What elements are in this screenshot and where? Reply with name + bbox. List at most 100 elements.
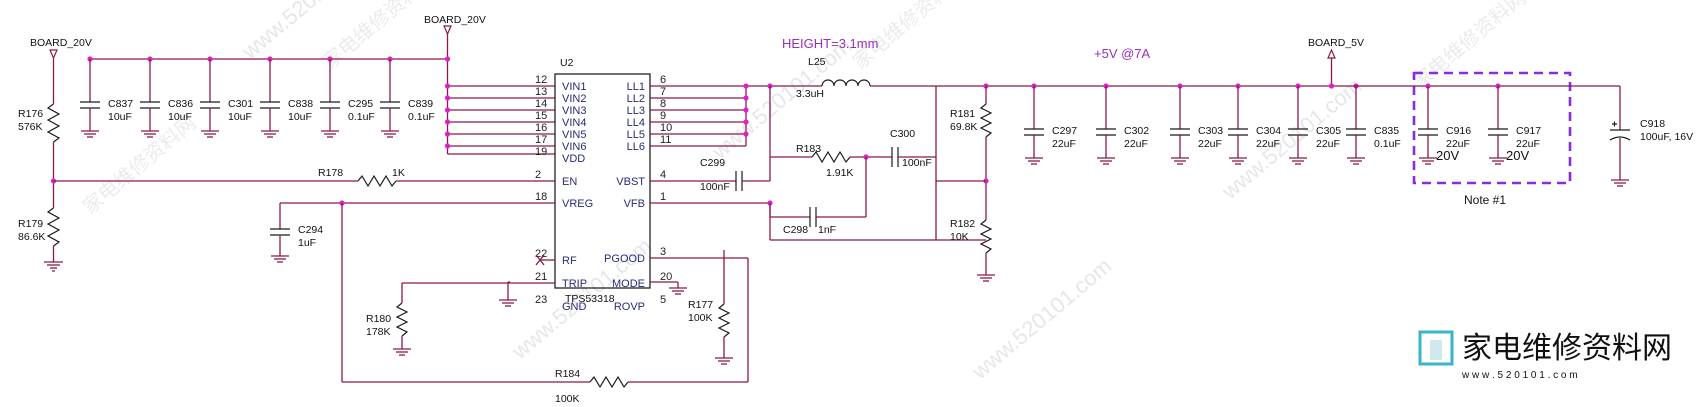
ref-label: C303 [1198,125,1223,137]
pin-name: PGOOD [604,253,645,265]
value-label: 1K [392,167,405,179]
pin-number: 9 [660,110,666,122]
pin-number: 8 [660,98,666,110]
ic-gnd [499,281,517,307]
value-label: 0.1uF [348,111,375,123]
value-label: 100K [555,393,580,405]
pin-name: VIN3 [562,105,586,117]
pin-number: 7 [660,86,666,98]
watermark-text: www.520101.com [966,253,1116,384]
board5v-port: BOARD_5V [1308,37,1364,89]
ref-label: C918 [1640,118,1665,130]
value-label: 100nF [902,157,932,169]
resistor-r176: R176 576K [18,103,61,208]
value-label: 100uF, 16V [1640,131,1693,143]
ref-label: C299 [700,157,725,169]
value-label: 22uF [1516,138,1540,150]
ref-label: R182 [950,218,975,230]
ground-symbol [1289,157,1307,165]
pin-number: 1 [660,191,666,203]
value-label: 576K [18,121,43,133]
pin-number: 19 [535,146,547,158]
resistor-r178: R178 1K [318,167,555,188]
ref-label: C917 [1516,125,1541,137]
ref-label: R184 [555,368,580,380]
rail-annotation: +5V @7A [1094,46,1151,61]
value-label: 0.1uF [408,111,435,123]
pin-name: VIN5 [562,129,586,141]
watermark-text: www.520101.com [1216,73,1366,204]
pin-number: 21 [535,271,547,283]
ground-symbol [321,130,339,138]
pin-name: ROVP [614,301,645,313]
port-label: BOARD_5V [1308,37,1364,49]
inductor-l25: L25 3.3uH [796,56,1340,100]
ic-ref: U2 [560,57,574,69]
ref-label: C297 [1052,125,1077,137]
ref-label: C305 [1316,125,1341,137]
value-label: 22uF [1198,138,1222,150]
brand-text: 家电维修资料网 [1462,332,1672,365]
note-box [1412,71,1572,185]
rating-label: 20V [1506,148,1529,163]
brand-site: w w w . 5 2 0 1 0 1 . c o m [1461,370,1578,381]
pin-name: LL3 [627,105,645,117]
output-capacitor-bank: C29722uFC30222uFC30322uFC30422uFC30522uF… [1024,83,1401,165]
value-label: 1.91K [826,167,853,179]
value-label: 1uF [298,237,316,249]
ref-label: R176 [18,108,43,120]
pin-name: EN [562,176,577,188]
capacitor-c300: C300 100nF [890,86,937,169]
ref-label: R180 [366,313,391,325]
ground-symbol [1229,157,1247,165]
watermark-brand: 家电维修资料网 [1408,0,1530,94]
capacitor-c918: C918 100uF, 16V [1609,86,1693,187]
ref-label: C302 [1124,125,1149,137]
pin-number: 5 [660,294,666,306]
pin-name: LL2 [627,93,645,105]
pin-name: VFB [624,198,645,210]
ground-symbol [1025,157,1043,165]
pin-number: 17 [535,134,547,146]
ref-label: C836 [168,98,193,110]
ground-symbol [81,130,99,138]
pin-number: 14 [535,98,547,110]
pin-number: 10 [660,122,672,134]
ref-label: C835 [1374,125,1399,137]
value-label: 10uF [168,111,192,123]
ref-label: C300 [890,128,915,140]
resistor-r177: R177 100K [688,250,733,365]
ref-label: R177 [688,299,713,311]
ic-part: TPS53318 [565,293,615,305]
pin-number: 18 [535,191,547,203]
ground-symbol [1489,157,1507,165]
ref-label: C294 [298,224,323,236]
ref-label: C298 [783,224,808,236]
board20v-top-port: BOARD_20V [424,14,486,154]
resistor-r183: R183 1.91K [770,143,892,179]
ref-label: C301 [228,98,253,110]
pin-name: VIN1 [562,81,586,93]
ground-symbol [1347,157,1365,165]
pin-number: 3 [660,246,666,258]
rating-label: 20V [1436,148,1459,163]
